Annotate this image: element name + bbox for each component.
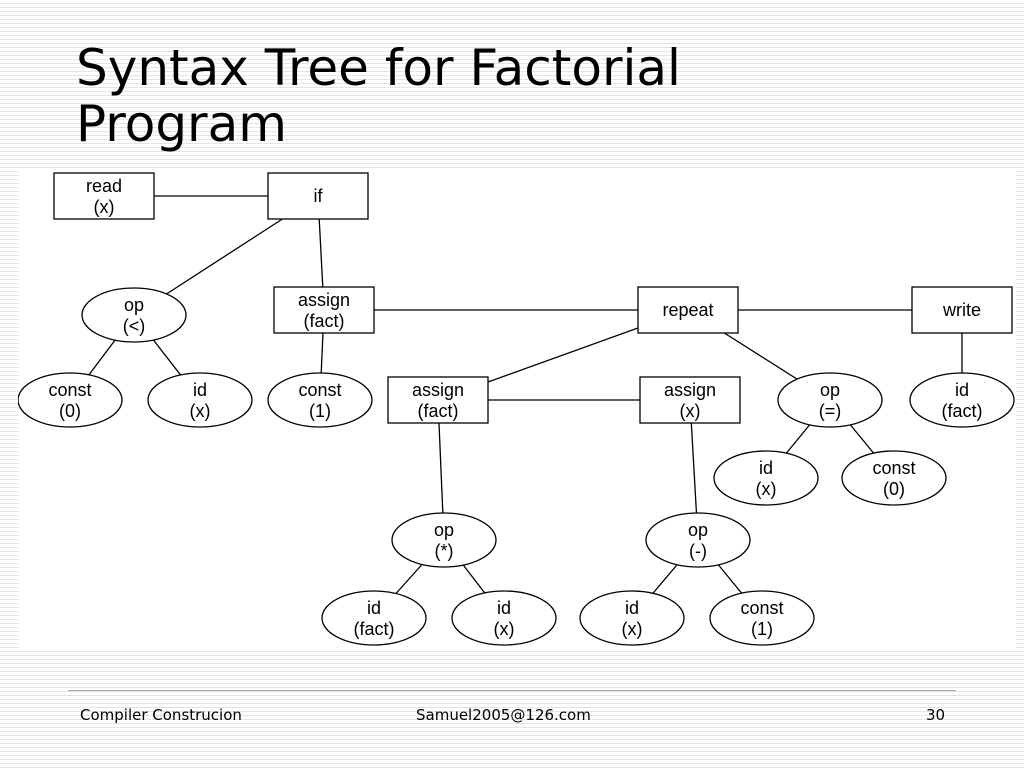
node-label: (x): [680, 401, 701, 421]
node-label: (x): [190, 401, 211, 421]
node-ellipse: [267, 372, 373, 428]
node-id-x-c: id(x): [451, 590, 557, 646]
node-op-mul: op(*): [391, 512, 497, 568]
node-if: if: [267, 172, 369, 220]
node-box: [911, 286, 1013, 334]
node-op-sub: op(-): [645, 512, 751, 568]
node-label: (0): [883, 479, 905, 499]
node-read: read(x): [53, 172, 155, 220]
node-label: id: [497, 598, 511, 618]
node-label: id: [193, 380, 207, 400]
node-label: assign: [412, 380, 464, 400]
node-label: (fact): [353, 619, 394, 639]
node-assign-x: assign(x): [639, 376, 741, 424]
node-ellipse: [709, 590, 815, 646]
node-ellipse: [147, 372, 253, 428]
node-label: id: [955, 380, 969, 400]
node-label: const: [872, 458, 915, 478]
node-id-x-b: id(x): [713, 450, 819, 506]
node-label: (fact): [417, 401, 458, 421]
node-ellipse: [579, 590, 685, 646]
node-repeat: repeat: [637, 286, 739, 334]
node-label: write: [942, 300, 981, 320]
footer-course-name: Compiler Construcion: [80, 706, 242, 724]
node-const-1-a: const(1): [267, 372, 373, 428]
node-ellipse: [391, 512, 497, 568]
node-box: [273, 286, 375, 334]
node-ellipse: [645, 512, 751, 568]
node-id-fact-a: id(fact): [909, 372, 1015, 428]
node-label: (-): [689, 541, 707, 561]
node-label: (1): [751, 619, 773, 639]
node-id-fact-b: id(fact): [321, 590, 427, 646]
node-label: (*): [435, 541, 454, 561]
node-op-lt: op(<): [81, 287, 187, 343]
node-ellipse: [451, 590, 557, 646]
node-label: const: [740, 598, 783, 618]
node-box: [387, 376, 489, 424]
node-ellipse: [909, 372, 1015, 428]
node-ellipse: [18, 372, 123, 428]
node-box: [267, 172, 369, 220]
node-label: op: [688, 520, 708, 540]
footer-email: Samuel2005@126.com: [416, 706, 591, 724]
node-id-x-d: id(x): [579, 590, 685, 646]
node-const-0-a: const(0): [18, 372, 123, 428]
node-label: op: [820, 380, 840, 400]
node-label: id: [625, 598, 639, 618]
node-label: (x): [494, 619, 515, 639]
node-label: op: [434, 520, 454, 540]
node-const-0-b: const(0): [841, 450, 947, 506]
node-ellipse: [713, 450, 819, 506]
node-label: (x): [756, 479, 777, 499]
node-label: (x): [94, 197, 115, 217]
node-ellipse: [321, 590, 427, 646]
node-label: id: [759, 458, 773, 478]
node-label: repeat: [662, 300, 713, 320]
node-const-1-b: const(1): [709, 590, 815, 646]
node-box: [637, 286, 739, 334]
node-label: if: [314, 186, 324, 206]
node-label: (0): [59, 401, 81, 421]
node-label: (=): [819, 401, 842, 421]
node-ellipse: [777, 372, 883, 428]
node-box: [639, 376, 741, 424]
node-label: op: [124, 295, 144, 315]
node-label: const: [48, 380, 91, 400]
footer-page-number: 30: [926, 706, 946, 724]
node-label: (1): [309, 401, 331, 421]
node-box: [53, 172, 155, 220]
footer-divider: [68, 690, 956, 691]
node-assign-fact-1: assign(fact): [273, 286, 375, 334]
node-label: assign: [664, 380, 716, 400]
node-ellipse: [841, 450, 947, 506]
node-op-eq: op(=): [777, 372, 883, 428]
node-assign-fact-2: assign(fact): [387, 376, 489, 424]
node-label: (<): [123, 316, 146, 336]
node-label: read: [86, 176, 122, 196]
node-write: write: [911, 286, 1013, 334]
slide-title: Syntax Tree for Factorial Program: [76, 39, 681, 153]
node-label: (fact): [303, 311, 344, 331]
node-label: const: [298, 380, 341, 400]
node-id-x-a: id(x): [147, 372, 253, 428]
node-ellipse: [81, 287, 187, 343]
node-label: (x): [622, 619, 643, 639]
node-label: id: [367, 598, 381, 618]
node-label: (fact): [941, 401, 982, 421]
node-label: assign: [298, 290, 350, 310]
